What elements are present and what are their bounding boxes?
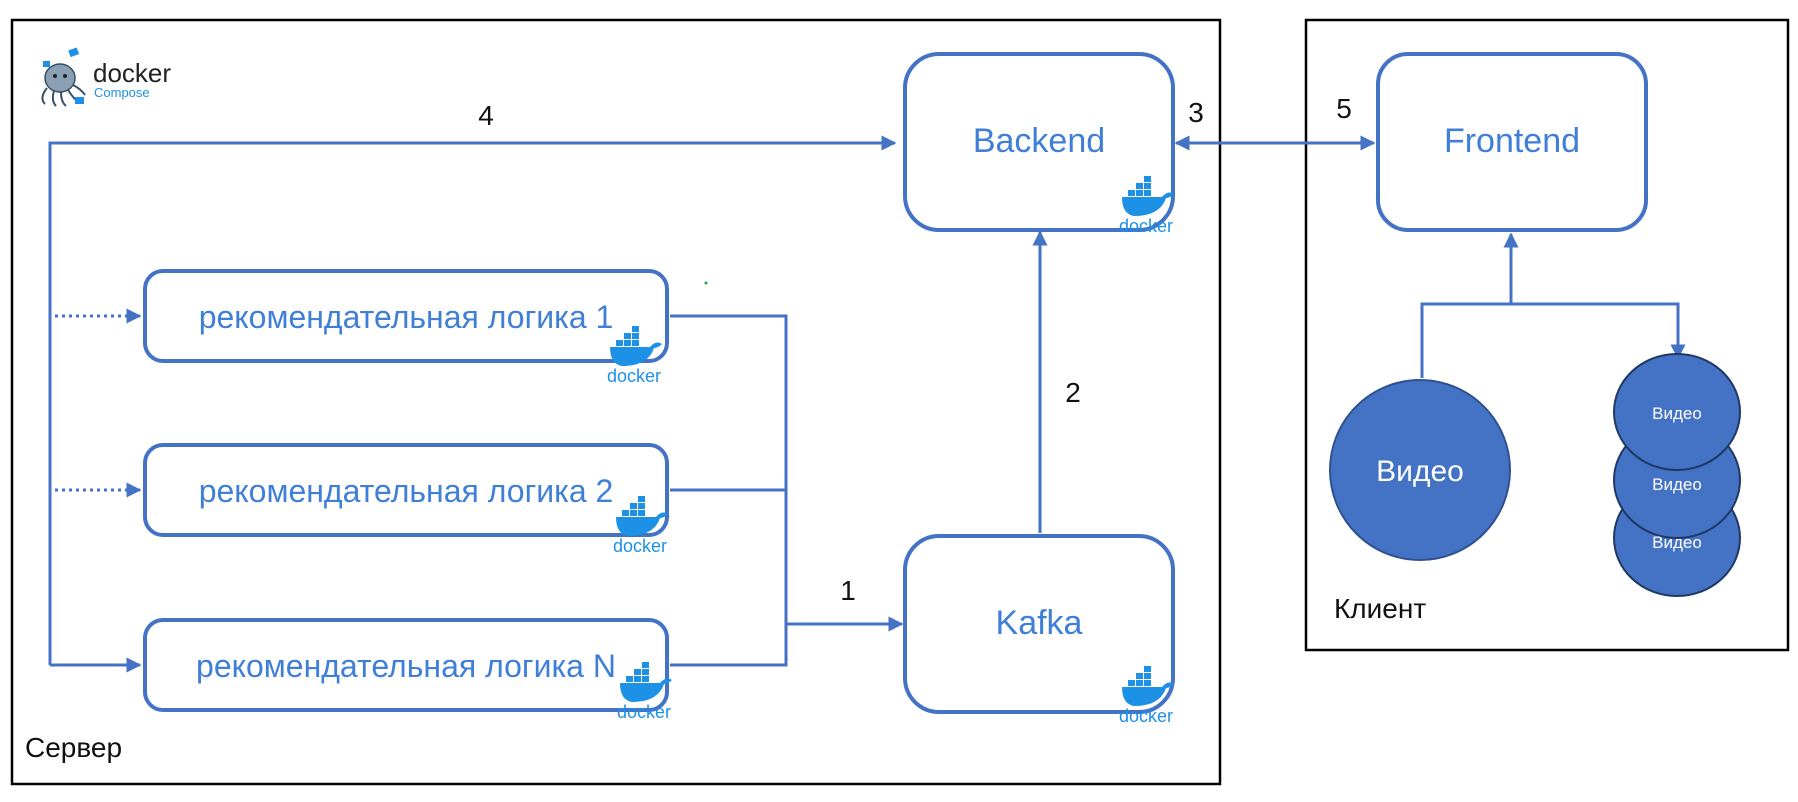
docker-whale-icon xyxy=(610,326,662,366)
backend-docker-badge: docker xyxy=(1119,176,1174,236)
backend-node: Backend xyxy=(903,52,1175,232)
video-stack-label: Видео xyxy=(1652,404,1702,423)
logic-2-label: рекомендательная логика 2 xyxy=(199,473,614,509)
logic-n-label: рекомендательная логика N xyxy=(196,648,616,684)
docker-whale-icon xyxy=(620,662,672,702)
kafka-docker-badge: docker xyxy=(1119,666,1174,726)
edge-video-to-frontend xyxy=(1420,232,1519,378)
logic-1-docker-badge: docker xyxy=(607,326,662,386)
kafka-node: Kafka xyxy=(903,534,1175,714)
logic-1-label: рекомендательная логика 1 xyxy=(199,299,614,335)
edge-label-3: 3 xyxy=(1188,97,1204,128)
compose-logo-sub: Compose xyxy=(94,85,150,100)
logic-2-node: рекомендательная логика 2 xyxy=(143,443,669,537)
kafka-label: Kafka xyxy=(996,604,1083,642)
video-stack-item xyxy=(1613,353,1741,471)
edge-4-line xyxy=(48,135,897,665)
video-stack: Видео Видео Видео xyxy=(1613,353,1741,597)
docker-compose-logo: docker Compose xyxy=(41,47,171,107)
video-stack-label: Видео xyxy=(1652,533,1702,552)
frontend-node: Frontend xyxy=(1376,52,1648,232)
docker-badge-label: docker xyxy=(607,366,661,386)
video-main: Видео xyxy=(1329,379,1511,561)
dot-mark xyxy=(704,281,708,285)
logic-n-node: рекомендательная логика N xyxy=(143,618,669,712)
logic-1-node: рекомендательная логика 1 xyxy=(143,269,669,363)
docker-whale-icon xyxy=(616,496,668,536)
octopus-icon xyxy=(41,47,86,107)
video-stack-label: Видео xyxy=(1652,475,1702,494)
edge-label-2: 2 xyxy=(1065,377,1081,408)
logic-2-docker-badge: docker xyxy=(613,496,668,556)
video-main-label: Видео xyxy=(1376,455,1464,488)
server-label: Сервер xyxy=(25,732,122,763)
edge-label-4: 4 xyxy=(478,100,494,131)
docker-badge-label: docker xyxy=(1119,706,1173,726)
docker-whale-icon xyxy=(1122,176,1174,216)
frontend-label: Frontend xyxy=(1444,122,1580,160)
docker-badge-label: docker xyxy=(613,536,667,556)
compose-logo-word: docker xyxy=(93,58,171,88)
edge-label-1: 1 xyxy=(840,575,856,606)
edge-label-5: 5 xyxy=(1336,93,1352,124)
server-container xyxy=(10,18,1222,786)
docker-badge-label: docker xyxy=(1119,216,1173,236)
backend-label: Backend xyxy=(973,122,1105,160)
logic-n-docker-badge: docker xyxy=(617,662,672,722)
edge-frontend-to-stack xyxy=(1511,302,1686,360)
client-container xyxy=(1304,18,1790,652)
docker-badge-label: docker xyxy=(617,702,671,722)
docker-whale-icon xyxy=(1122,666,1174,706)
client-label: Клиент xyxy=(1334,593,1426,624)
